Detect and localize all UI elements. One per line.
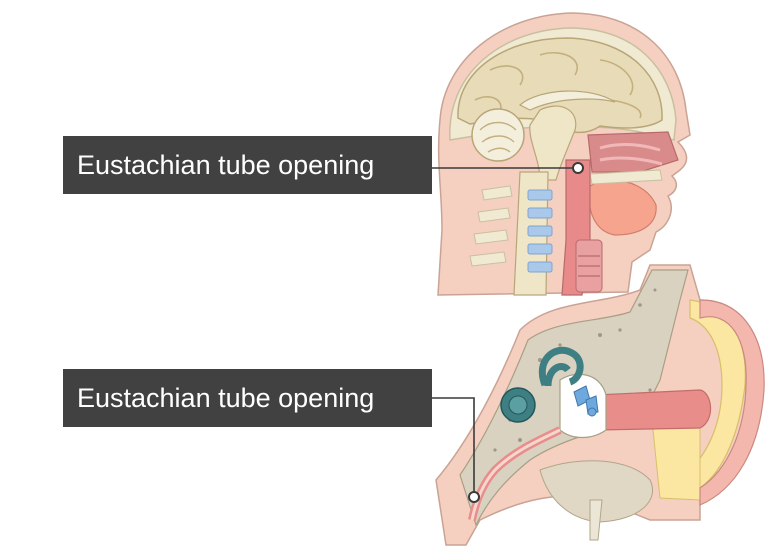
ossicles <box>573 385 599 417</box>
eustachian-opening-marker-head <box>572 162 584 174</box>
middle-ear-cavity <box>559 373 607 439</box>
nasal-conchae <box>599 142 663 166</box>
label-text: Eustachian tube opening <box>77 150 375 180</box>
tracheal-rings <box>578 255 600 277</box>
corpus-callosum <box>518 90 616 111</box>
eustachian-opening-marker-ear <box>468 491 480 503</box>
styloid-process <box>589 499 603 541</box>
leader-line-2 <box>432 397 475 492</box>
ear-canal-fat <box>651 419 701 501</box>
cerebellum-folia <box>479 121 517 153</box>
ear-cross-section <box>435 264 765 546</box>
leader-lines <box>432 167 573 492</box>
spinous-processes <box>469 185 513 267</box>
cerebellum <box>471 108 525 162</box>
brainstem <box>529 105 577 181</box>
vertebrae <box>527 189 553 273</box>
label-eustachian-tube-opening-ear: Eustachian tube opening <box>63 369 432 427</box>
label-eustachian-tube-opening-head: Eustachian tube opening <box>63 136 432 194</box>
semicircular-canals <box>538 346 584 387</box>
cochlea-inner <box>508 395 528 415</box>
mandible-region <box>539 460 653 523</box>
label-text: Eustachian tube opening <box>77 383 375 413</box>
head-sagittal-section <box>437 12 691 296</box>
ear-canal <box>595 389 712 431</box>
pinna <box>699 299 765 506</box>
hard-palate <box>589 169 663 185</box>
